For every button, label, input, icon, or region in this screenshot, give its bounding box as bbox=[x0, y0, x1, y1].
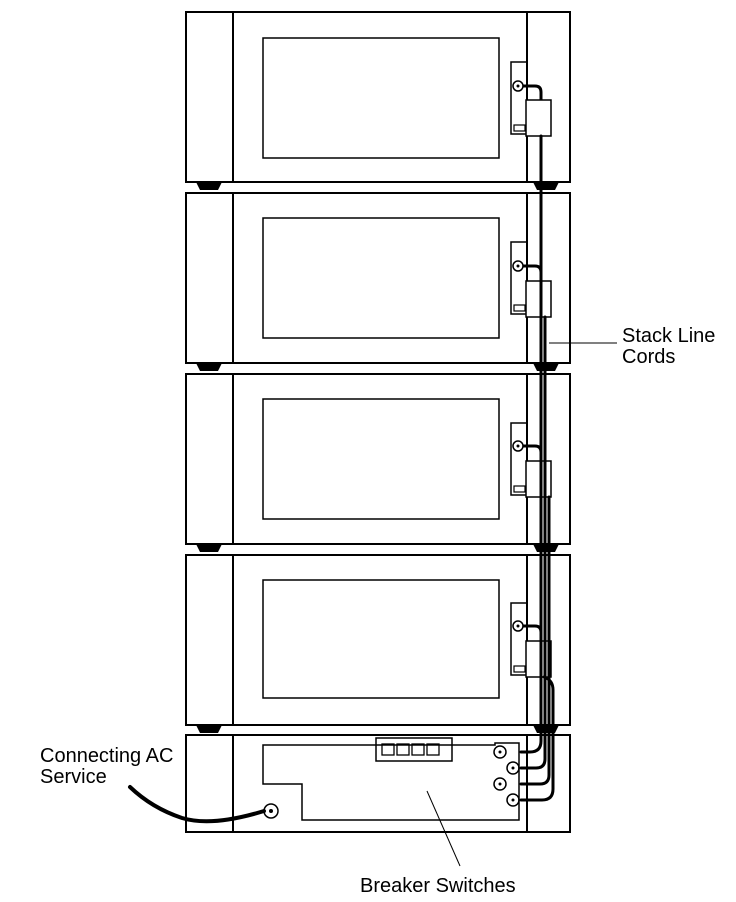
unit-1-front-panel bbox=[262, 37, 500, 159]
unit-3-front-panel bbox=[262, 398, 500, 520]
output-receptacle-1 bbox=[493, 745, 507, 759]
stack-cord-2 bbox=[519, 315, 547, 770]
stack-unit-3 bbox=[185, 373, 571, 552]
stack-line-cords-label-line-1: Stack Line bbox=[622, 325, 716, 347]
unit-1-power-plate bbox=[510, 61, 528, 135]
breaker-switch-3 bbox=[411, 743, 425, 756]
unit-2-power-plate bbox=[510, 241, 528, 315]
breaker-switch-4 bbox=[426, 743, 440, 756]
base-panel-outline bbox=[262, 742, 520, 821]
unit-1-indicator bbox=[513, 124, 526, 132]
output-receptacle-3 bbox=[493, 777, 507, 791]
unit-3-chassis bbox=[185, 373, 571, 545]
output-receptacle-2 bbox=[506, 761, 520, 775]
unit-4-indicator bbox=[513, 665, 526, 673]
stack-line-cords-label-line-2: Cords bbox=[622, 346, 676, 368]
breaker-switch-2 bbox=[396, 743, 410, 756]
connecting-ac-service-label: Connecting AC Service bbox=[40, 746, 173, 788]
unit-4-front-panel bbox=[262, 579, 500, 699]
stack-unit-2 bbox=[185, 192, 571, 371]
unit-3-plug bbox=[525, 460, 552, 498]
unit-2-indicator bbox=[513, 304, 526, 312]
base-chassis bbox=[185, 734, 571, 833]
stack-line-cords-label: Stack Line Cords bbox=[622, 326, 715, 368]
output-receptacle-4 bbox=[506, 793, 520, 807]
ac-service-cord bbox=[128, 785, 266, 824]
unit-1-chassis bbox=[185, 11, 571, 183]
connecting-ac-service-label-line-2: Service bbox=[40, 766, 107, 788]
unit-2-front-panel bbox=[262, 217, 500, 339]
unit-1-power-cord bbox=[523, 84, 543, 108]
unit-4-power-plate bbox=[510, 602, 528, 676]
unit-2-chassis bbox=[185, 192, 571, 364]
unit-3-indicator bbox=[513, 485, 526, 493]
stack-line-cords bbox=[519, 134, 555, 802]
breaker-switches-leader bbox=[426, 790, 461, 867]
unit-4-feet bbox=[196, 725, 559, 733]
unit-3-power-plate bbox=[510, 422, 528, 496]
unit-2-feet bbox=[196, 363, 559, 371]
unit-1-plug bbox=[525, 99, 552, 137]
breaker-switch-block bbox=[375, 737, 453, 762]
base-distribution-unit bbox=[185, 734, 571, 833]
stack-cord-3 bbox=[519, 495, 551, 786]
stack-cord-1 bbox=[519, 134, 543, 754]
breaker-switches-label: Breaker Switches bbox=[360, 875, 516, 897]
unit-1-feet bbox=[196, 182, 559, 190]
unit-2-plug bbox=[525, 280, 552, 318]
breaker-switch-1 bbox=[381, 743, 395, 756]
stack-cord-4 bbox=[519, 675, 555, 802]
stack-unit-1 bbox=[185, 11, 571, 190]
stack-unit-4 bbox=[185, 554, 571, 733]
connecting-ac-service-label-line-1: Connecting AC bbox=[40, 745, 174, 767]
unit-3-feet bbox=[196, 544, 559, 552]
unit-4-plug bbox=[525, 640, 552, 678]
unit-4-chassis bbox=[185, 554, 571, 726]
